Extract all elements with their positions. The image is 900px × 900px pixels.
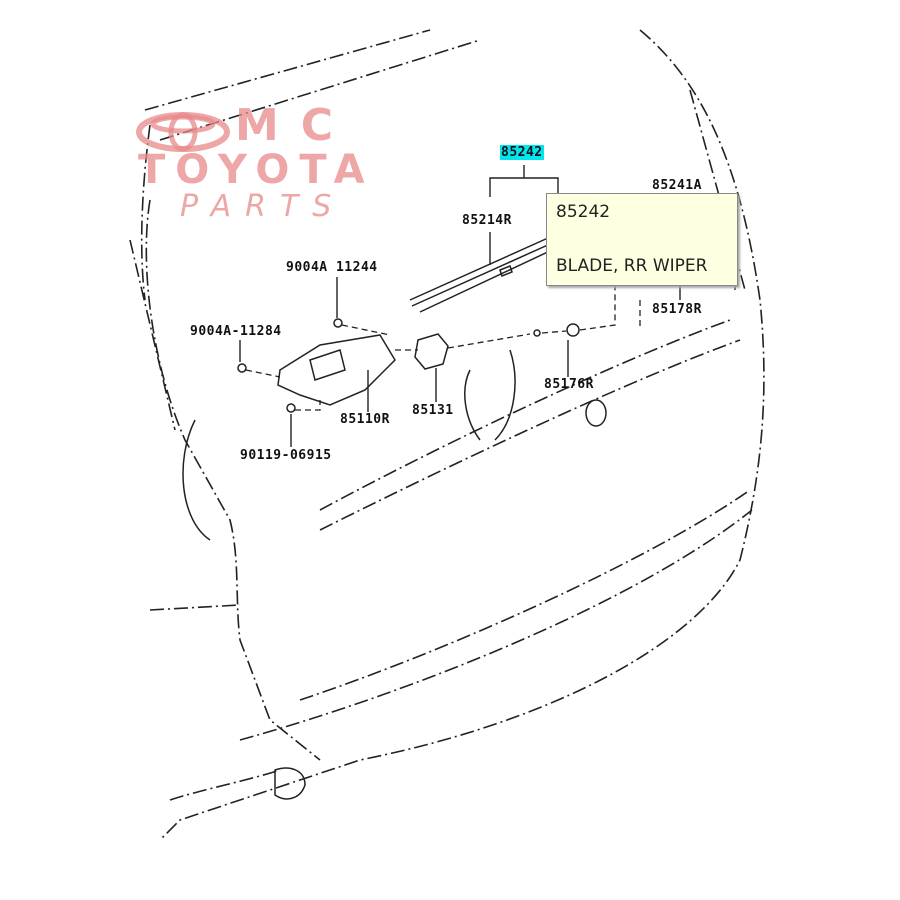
watermark-parts: PARTS bbox=[180, 189, 346, 224]
part-label-85176r[interactable]: 85176R bbox=[544, 377, 594, 392]
tooltip-part-number: 85242 bbox=[556, 202, 611, 222]
part-label-90119-06915[interactable]: 90119-06915 bbox=[240, 448, 332, 463]
part-label-85131[interactable]: 85131 bbox=[412, 403, 454, 418]
watermark-mc: MC bbox=[235, 100, 356, 151]
part-label-85110r[interactable]: 85110R bbox=[340, 412, 390, 427]
part-label-85242-highlighted[interactable]: 85242 bbox=[500, 145, 544, 160]
part-label-9004a-11284[interactable]: 9004A-11284 bbox=[190, 324, 282, 339]
part-label-85214r[interactable]: 85214R bbox=[462, 213, 512, 228]
part-label-85178r[interactable]: 85178R bbox=[652, 302, 702, 317]
part-tooltip: 85242 BLADE, RR WIPER bbox=[546, 193, 738, 286]
tooltip-part-description: BLADE, RR WIPER bbox=[556, 256, 708, 276]
part-label-85241a[interactable]: 85241A bbox=[652, 178, 702, 193]
part-label-9004a-11244[interactable]: 9004A 11244 bbox=[286, 260, 378, 275]
watermark-toyota: TOYOTA bbox=[138, 147, 375, 193]
toyota-emblem-icon bbox=[136, 112, 230, 152]
